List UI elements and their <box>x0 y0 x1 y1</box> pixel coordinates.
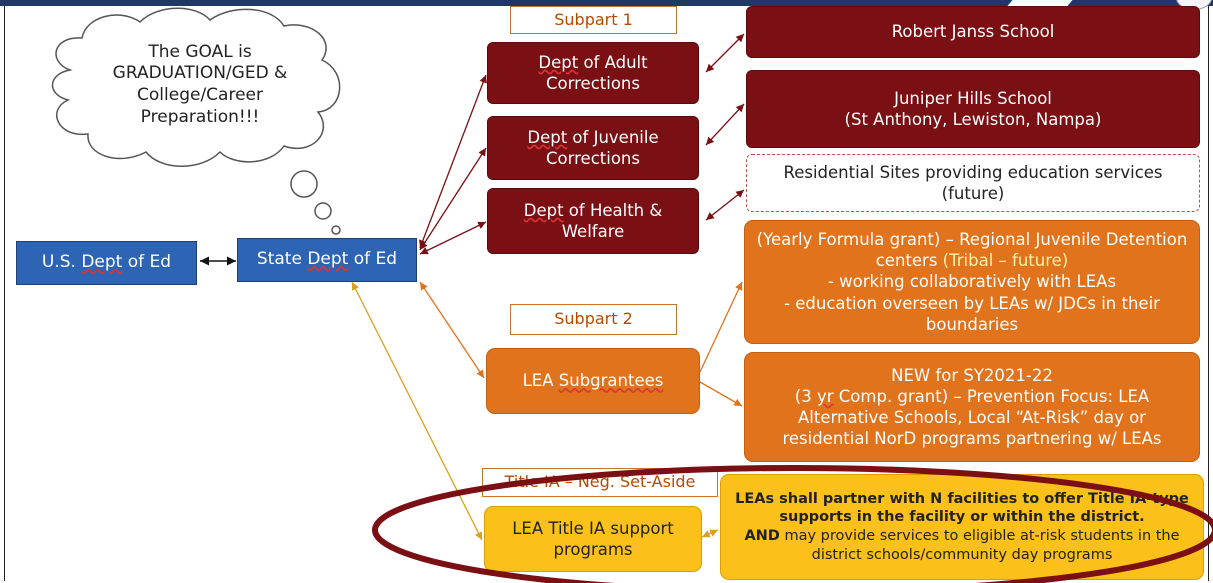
state-dept-of-ed: State Dept of Ed <box>237 238 417 282</box>
dept-adult-corrections: Dept of Adult Corrections <box>487 42 699 104</box>
dept-health-welfare: Dept of Health & Welfare <box>487 188 699 254</box>
comp-grant-prevention: NEW for SY2021-22 (3 yr Comp. grant) – P… <box>744 352 1200 462</box>
dept-juvenile-corrections: Dept of Juvenile Corrections <box>487 116 699 180</box>
title-ia-set-aside-label: Title IA – Neg. Set-Aside <box>482 468 718 497</box>
yearly-formula-grant: (Yearly Formula grant) – Regional Juveni… <box>744 220 1200 344</box>
us-dept-of-ed: U.S. Dept of Ed <box>16 241 197 285</box>
top-banner <box>0 0 1213 6</box>
residential-sites: Residential Sites providing education se… <box>746 154 1200 212</box>
lea-title-ia-support: LEA Title IA support programs <box>484 506 702 572</box>
goal-thought-text: The GOAL is GRADUATION/GED & College/Car… <box>112 41 288 127</box>
lea-subgrantees: LEA Subgrantees <box>486 348 700 414</box>
slide-frame <box>4 6 1209 581</box>
lea-partner-requirements: LEAs shall partner with N facilities to … <box>720 474 1204 580</box>
subpart-1-label: Subpart 1 <box>510 6 677 34</box>
robert-janss-school: Robert Janss School <box>746 6 1200 58</box>
juniper-hills-school: Juniper Hills School (St Anthony, Lewist… <box>746 70 1200 148</box>
subpart-2-label: Subpart 2 <box>510 304 677 335</box>
